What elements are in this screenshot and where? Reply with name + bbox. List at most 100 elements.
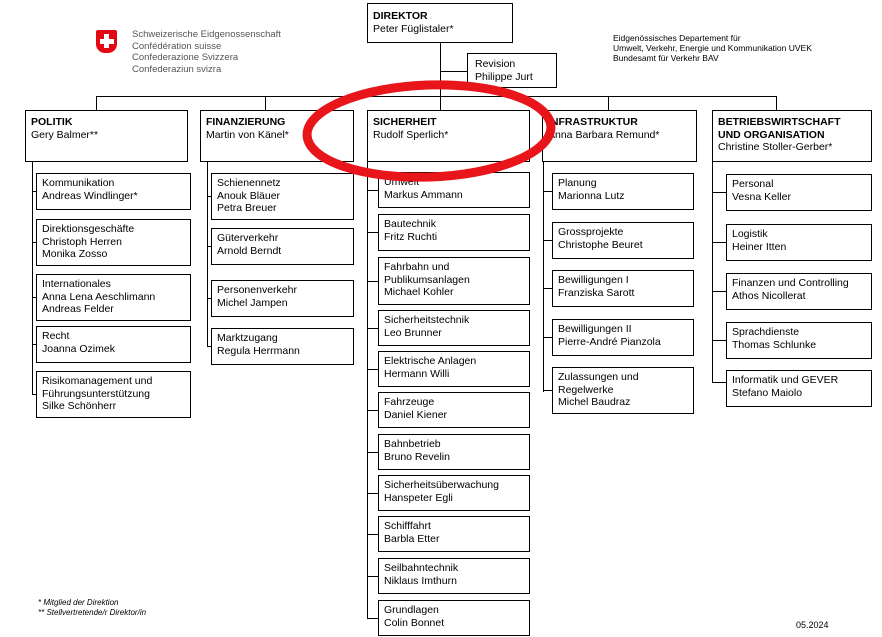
unit-line: Führungsunterstützung xyxy=(42,387,150,400)
unit-box: Elektrische Anlagen Hermann Willi xyxy=(378,351,530,387)
unit-line: Informatik und GEVER xyxy=(732,374,839,386)
division-box-sicherheit: SICHERHEIT Rudolf Sperlich* xyxy=(367,110,530,162)
unit-connector xyxy=(543,288,552,289)
division-head: Gery Balmer** xyxy=(31,128,99,141)
unit-connector xyxy=(367,281,378,282)
unit-line: Vesna Keller xyxy=(732,190,791,203)
unit-line: Thomas Schlunke xyxy=(732,338,817,351)
date-stamp: 05.2024 xyxy=(796,620,829,630)
unit-line: Joanna Ozimek xyxy=(42,342,115,355)
unit-line: Heiner Itten xyxy=(732,240,787,253)
unit-line: Niklaus Imthurn xyxy=(384,574,457,587)
unit-line: Bewilligungen I xyxy=(558,274,629,286)
revision-name: Philippe Jurt xyxy=(475,70,533,83)
unit-connector xyxy=(32,297,36,298)
unit-connector xyxy=(207,246,211,247)
unit-connector xyxy=(207,298,211,299)
sicherheit-spine xyxy=(367,162,368,618)
unit-line: Sprachdienste xyxy=(732,326,800,338)
footnotes: * Mitglied der Direktion ** Stellvertret… xyxy=(38,598,146,617)
unit-box: Güterverkehr Arnold Berndt xyxy=(211,228,354,265)
division-title: BETRIEBSWIRTSCHAFT xyxy=(718,116,841,128)
unit-box: Seilbahntechnik Niklaus Imthurn xyxy=(378,558,530,594)
division-title: SICHERHEIT xyxy=(373,116,437,128)
unit-connector xyxy=(207,346,211,347)
unit-connector xyxy=(367,369,378,370)
unit-connector xyxy=(367,232,378,233)
unit-line: Logistik xyxy=(732,228,768,240)
unit-connector xyxy=(543,390,552,391)
division-head: Christine Stoller-Gerber* xyxy=(718,141,833,153)
unit-box: Personenverkehr Michel Jampen xyxy=(211,280,354,317)
footnote: * Mitglied der Direktion xyxy=(38,598,119,607)
unit-box: Sprachdienste Thomas Schlunke xyxy=(726,322,872,359)
unit-line: Güterverkehr xyxy=(217,232,279,244)
unit-line: Franziska Sarott xyxy=(558,286,635,299)
unit-box: Internationales Anna Lena Aeschlimann An… xyxy=(36,274,191,321)
unit-connector xyxy=(543,191,552,192)
logo-line: Confédération suisse xyxy=(132,40,222,52)
division-box-infrastruktur: INFRASTRUKTUR Anna Barbara Remund* xyxy=(542,110,697,162)
unit-box: Planung Marionna Lutz xyxy=(552,173,694,210)
division-head: Rudolf Sperlich* xyxy=(373,128,449,141)
unit-line: Bahnbetrieb xyxy=(384,438,441,450)
department-line: Bundesamt für Verkehr BAV xyxy=(613,53,719,63)
division-bus-line xyxy=(96,96,776,97)
division-drop xyxy=(265,96,266,110)
unit-line: Sicherheitsüberwachung xyxy=(384,479,499,491)
director-name: Peter Füglistaler* xyxy=(373,22,454,35)
division-title: UND ORGANISATION xyxy=(718,128,825,141)
unit-connector xyxy=(712,242,726,243)
unit-box: Bewilligungen II Pierre-André Pianzola xyxy=(552,319,694,356)
unit-line: Bruno Revelin xyxy=(384,450,450,463)
unit-box: Bewilligungen I Franziska Sarott xyxy=(552,270,694,307)
unit-line: Marktzugang xyxy=(217,332,278,344)
division-drop xyxy=(776,96,777,110)
unit-box: Risikomanagement und Führungsunterstützu… xyxy=(36,371,191,418)
unit-box: Schifffahrt Barbla Etter xyxy=(378,516,530,552)
unit-connector xyxy=(712,291,726,292)
finanzierung-spine xyxy=(207,162,208,347)
unit-connector xyxy=(32,191,36,192)
department-line: Eidgenössisches Departement für xyxy=(613,33,741,43)
unit-line: Leo Brunner xyxy=(384,326,442,339)
unit-line: Recht xyxy=(42,330,70,342)
unit-line: Fahrbahn und xyxy=(384,261,450,273)
unit-line: Hanspeter Egli xyxy=(384,491,453,504)
unit-box: Direktionsgeschäfte Christoph Herren Mon… xyxy=(36,219,191,266)
unit-line: Christoph Herren xyxy=(42,235,122,248)
division-title: POLITIK xyxy=(31,116,73,128)
revision-box: Revision Philippe Jurt xyxy=(467,53,557,88)
unit-line: Anna Lena Aeschlimann xyxy=(42,290,156,303)
unit-line: Marionna Lutz xyxy=(558,189,625,202)
unit-line: Colin Bonnet xyxy=(384,616,445,629)
unit-line: Arnold Berndt xyxy=(217,244,282,257)
unit-line: Elektrische Anlagen xyxy=(384,355,477,367)
swiss-flag-icon xyxy=(96,30,117,53)
unit-line: Petra Breuer xyxy=(217,202,277,214)
division-box-betriebswirtschaft: BETRIEBSWIRTSCHAFT UND ORGANISATION Chri… xyxy=(712,110,872,162)
unit-box: Finanzen und Controlling Athos Nicollera… xyxy=(726,273,872,310)
unit-line: Athos Nicollerat xyxy=(732,289,806,302)
unit-line: Regelwerke xyxy=(558,383,614,396)
unit-line: Monika Zosso xyxy=(42,248,108,260)
unit-line: Personal xyxy=(732,178,774,190)
unit-connector xyxy=(543,240,552,241)
betriebswirtschaft-spine xyxy=(712,162,713,382)
unit-box: Schienennetz Anouk Bläuer Petra Breuer xyxy=(211,173,354,220)
unit-connector xyxy=(367,534,378,535)
unit-line: Grossprojekte xyxy=(558,226,624,238)
unit-connector xyxy=(712,192,726,193)
unit-line: Risikomanagement und xyxy=(42,375,153,387)
unit-box: Kommunikation Andreas Windlinger* xyxy=(36,173,191,210)
unit-line: Bautechnik xyxy=(384,218,436,230)
unit-connector xyxy=(367,576,378,577)
unit-line: Anouk Bläuer xyxy=(217,189,281,202)
division-box-finanzierung: FINANZIERUNG Martin von Känel* xyxy=(200,110,354,162)
unit-line: Silke Schönherr xyxy=(42,400,117,412)
unit-connector xyxy=(32,394,36,395)
unit-box: Fahrzeuge Daniel Kiener xyxy=(378,392,530,428)
unit-line: Schifffahrt xyxy=(384,520,431,532)
unit-line: Hermann Willi xyxy=(384,367,450,380)
confederation-wordmark: Schweizerische Eidgenossenschaft Confédé… xyxy=(132,29,281,75)
